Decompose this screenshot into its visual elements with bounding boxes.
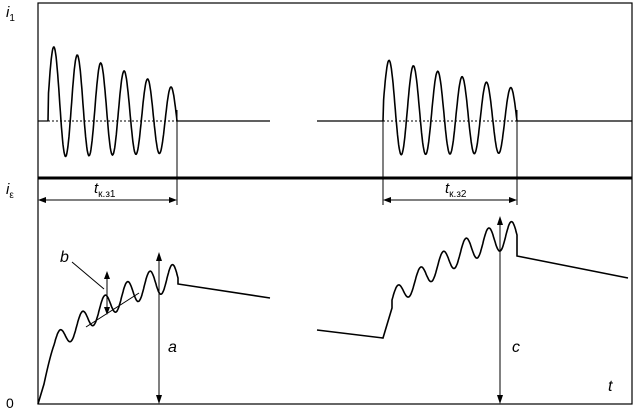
interval-arrow-1 <box>38 197 177 203</box>
i1-label: i1 <box>6 4 15 24</box>
c-arrow <box>497 216 503 404</box>
origin-zero-label: 0 <box>6 395 14 411</box>
b-leader-line <box>71 261 105 290</box>
c-label: c <box>512 339 520 356</box>
tk1-label: tк.з1 <box>94 180 116 200</box>
top-panel <box>37 45 632 205</box>
t-axis-label: t <box>608 378 613 395</box>
a-label: a <box>168 339 177 356</box>
current-oscillation-2 <box>382 59 518 156</box>
tangent-line <box>85 292 140 328</box>
a-arrow <box>156 252 162 404</box>
response-curve-2 <box>316 220 629 339</box>
b-label: b <box>60 249 69 266</box>
plot-frame <box>37 2 633 405</box>
b-amplitude-arrow <box>104 271 110 315</box>
current-oscillation-1 <box>47 45 178 158</box>
tk2-label: tк.з2 <box>445 180 467 200</box>
ie-label: iε <box>6 181 14 201</box>
response-curve-1 <box>37 263 271 405</box>
bottom-panel <box>37 216 629 405</box>
interval-arrow-2 <box>383 197 517 203</box>
